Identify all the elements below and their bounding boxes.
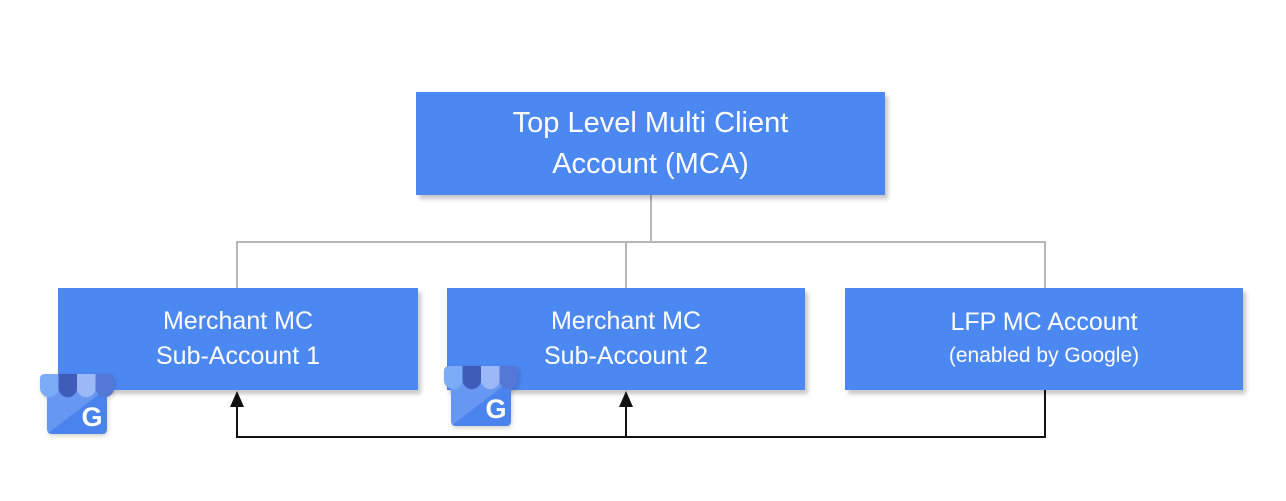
connector-to-lfp bbox=[1044, 241, 1046, 288]
arrowhead-up-icon bbox=[230, 391, 244, 407]
google-g-letter: G bbox=[81, 402, 102, 432]
node-label-line: Sub-Account 1 bbox=[156, 342, 320, 370]
node-label-line: (enabled by Google) bbox=[948, 344, 1140, 367]
connector-to-sub1 bbox=[236, 241, 238, 288]
node-label-line: Merchant MC bbox=[550, 307, 702, 335]
node-label-line: LFP MC Account bbox=[950, 308, 1138, 336]
google-g-letter: G bbox=[485, 394, 506, 424]
node-label-line: Sub-Account 2 bbox=[544, 342, 708, 370]
google-business-icon: G bbox=[444, 366, 518, 426]
google-business-icon: G bbox=[40, 374, 114, 434]
node-label-line: Account (MCA) bbox=[552, 147, 749, 180]
arrow-line-horizontal bbox=[236, 436, 1046, 438]
node-merchant-sub-account-1: Merchant MC Sub-Account 1 bbox=[58, 288, 418, 390]
node-lfp-mc-account: LFP MC Account (enabled by Google) bbox=[845, 288, 1243, 390]
node-label-line: Top Level Multi Client bbox=[512, 106, 789, 139]
node-label-line: Merchant MC bbox=[162, 307, 314, 335]
arrow-stem-sub2 bbox=[625, 404, 627, 438]
arrow-line-from-lfp bbox=[1044, 390, 1046, 438]
connector-to-sub2 bbox=[625, 241, 627, 288]
node-top-level-mca: Top Level Multi Client Account (MCA) bbox=[416, 92, 885, 195]
arrowhead-up-icon bbox=[619, 391, 633, 407]
connector-horizontal bbox=[236, 241, 1046, 243]
arrow-stem-sub1 bbox=[236, 404, 238, 438]
connector-mca-down bbox=[650, 195, 652, 242]
